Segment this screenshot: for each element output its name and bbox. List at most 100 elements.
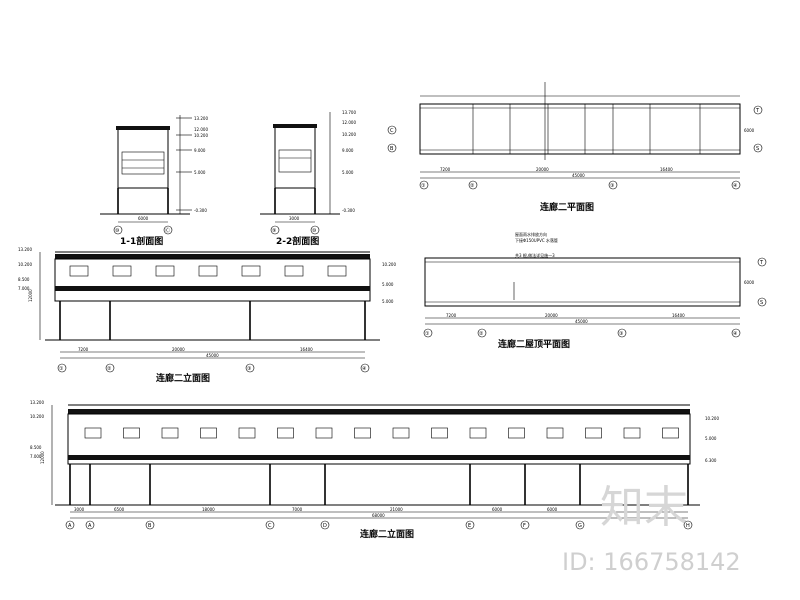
- axis-label: C: [268, 523, 272, 529]
- elev-small-dim-left: 12000: [28, 289, 33, 302]
- axis-label: A: [68, 523, 72, 529]
- window: [200, 427, 217, 439]
- window: [241, 265, 261, 277]
- window: [69, 265, 89, 277]
- roof-note: 屋面雨水排放方向: [515, 231, 547, 237]
- axis-bubble: [465, 520, 475, 530]
- roof-total: 45000: [575, 319, 588, 324]
- axis-bubble: [683, 520, 693, 530]
- section-1-1-level: 13.200: [194, 116, 208, 121]
- elev-large-dim: 7000: [292, 507, 303, 512]
- window: [546, 427, 564, 439]
- elev-small-axis: ④: [362, 366, 367, 372]
- watermark: 知末 ID: 166758142: [562, 482, 741, 576]
- axis-label: E: [468, 523, 471, 529]
- window: [508, 427, 525, 439]
- roof-plan: 屋面雨水排放方向 下接Φ150UPVC 水落管 共3 根,做法详见施—3 600…: [423, 231, 767, 350]
- window: [469, 427, 487, 439]
- plan-2f-axis-left: B: [390, 146, 394, 152]
- roof-axis-right: S: [760, 300, 763, 306]
- roof-dim: 7200: [446, 313, 457, 318]
- window: [354, 427, 371, 439]
- elev-large-level-left: 8.500: [30, 445, 42, 450]
- section-1-1-title: 1-1剖面图: [120, 235, 163, 247]
- elev-small-level-left: 13.200: [18, 247, 32, 252]
- elev-large-level-right: 6.300: [705, 458, 717, 463]
- window: [284, 265, 304, 277]
- plan-2f-axis-right: S: [756, 146, 759, 152]
- elev-small-title: 连廊二立面图: [156, 372, 210, 384]
- elev-large-dim: 18000: [202, 507, 215, 512]
- window: [327, 265, 347, 277]
- roof-title: 连廊二屋顶平面图: [498, 338, 570, 350]
- plan-2f-dim: 20000: [536, 167, 549, 172]
- window: [112, 265, 132, 277]
- elev-small-dim: 7200: [78, 347, 89, 352]
- watermark-logo: 知末: [600, 482, 688, 533]
- plan-2f-side: 6000: [744, 128, 755, 133]
- window: [585, 427, 602, 439]
- elev-small-level-left: 10.200: [18, 262, 32, 267]
- roof-dim: 16400: [672, 313, 685, 318]
- roof-side: 6000: [744, 280, 755, 285]
- elev-small-dim: 16400: [300, 347, 313, 352]
- elevation-2f-large: 13.200 10.200 8.500 7.000 12000 10.200 5…: [30, 400, 719, 540]
- axis-bubble: [265, 520, 275, 530]
- plan-2f-axis-left: C: [390, 128, 394, 134]
- section-1-1-axis: ⑩: [115, 228, 120, 234]
- elev-small-axis: ②: [107, 366, 112, 372]
- window: [315, 427, 333, 439]
- window: [662, 427, 679, 439]
- window: [123, 427, 140, 439]
- section-2-2-level: 5.000: [342, 170, 354, 175]
- plan-2f-axis: ③: [610, 183, 614, 189]
- section-1-1-level: -0.300: [194, 208, 207, 213]
- axis-label: A: [88, 523, 92, 529]
- plan-2f: 6000 T S C B 7200 20000 16400 45000 ① ② …: [387, 82, 763, 213]
- window: [392, 427, 410, 439]
- roof-note: 共3 根,做法详见施—3: [515, 252, 555, 258]
- elevation-2f-small: 13.200 10.200 8.500 7.000 12000 10.200 5…: [18, 247, 396, 384]
- elev-small-level-right: 10.200: [382, 262, 396, 267]
- section-1-1-level: 9.000: [194, 148, 206, 153]
- section-1-1-level: 5.000: [194, 170, 206, 175]
- axis-bubble: [575, 520, 585, 530]
- section-2-2-span: 3000: [289, 216, 300, 221]
- roof-axis: ①: [425, 331, 430, 337]
- axis-bubble: [145, 520, 155, 530]
- window: [431, 427, 448, 439]
- section-1-1-level: 10.200: [194, 133, 208, 138]
- window: [238, 427, 256, 439]
- plan-2f-total: 45000: [572, 173, 585, 178]
- window: [155, 265, 175, 277]
- elev-large-dim: 6500: [114, 507, 125, 512]
- window: [623, 427, 641, 439]
- plan-2f-axis: ①: [421, 183, 426, 189]
- plan-2f-dim: 16400: [660, 167, 673, 172]
- axis-label: H: [686, 523, 690, 529]
- window: [84, 427, 102, 439]
- plan-2f-dim: 7200: [440, 167, 451, 172]
- window: [198, 265, 218, 277]
- elev-large-dim: 21000: [390, 507, 403, 512]
- elev-small-level-left: 8.500: [18, 277, 30, 282]
- elev-small-axis: ①: [59, 366, 64, 372]
- section-2-2-level: -0.300: [342, 208, 355, 213]
- elev-large-total: 68000: [372, 513, 385, 518]
- elev-large-level-left: 10.200: [30, 414, 44, 419]
- section-2-2: 13.700 12.000 10.200 9.000 5.000 -0.300 …: [260, 110, 356, 247]
- elev-small-level-left: 7.000: [18, 286, 30, 291]
- elev-small-dim: 20000: [172, 347, 185, 352]
- elev-small-total: 45000: [206, 353, 219, 358]
- watermark-id: ID: 166758142: [562, 548, 741, 576]
- axis-label: D: [323, 523, 327, 529]
- elev-small-axis: ③: [247, 366, 251, 372]
- roof-note: 下接Φ150UPVC 水落管: [515, 237, 558, 243]
- section-1-1: 13.200 12.000 10.200 9.000 5.000 -0.300 …: [100, 115, 208, 247]
- section-2-2-title: 2-2剖面图: [276, 235, 319, 247]
- section-1-1-axis: Ⓒ: [165, 227, 170, 234]
- section-2-2-level: 9.000: [342, 148, 354, 153]
- axis-bubble: [320, 520, 330, 530]
- section-2-2-axis: ⑨: [272, 228, 276, 234]
